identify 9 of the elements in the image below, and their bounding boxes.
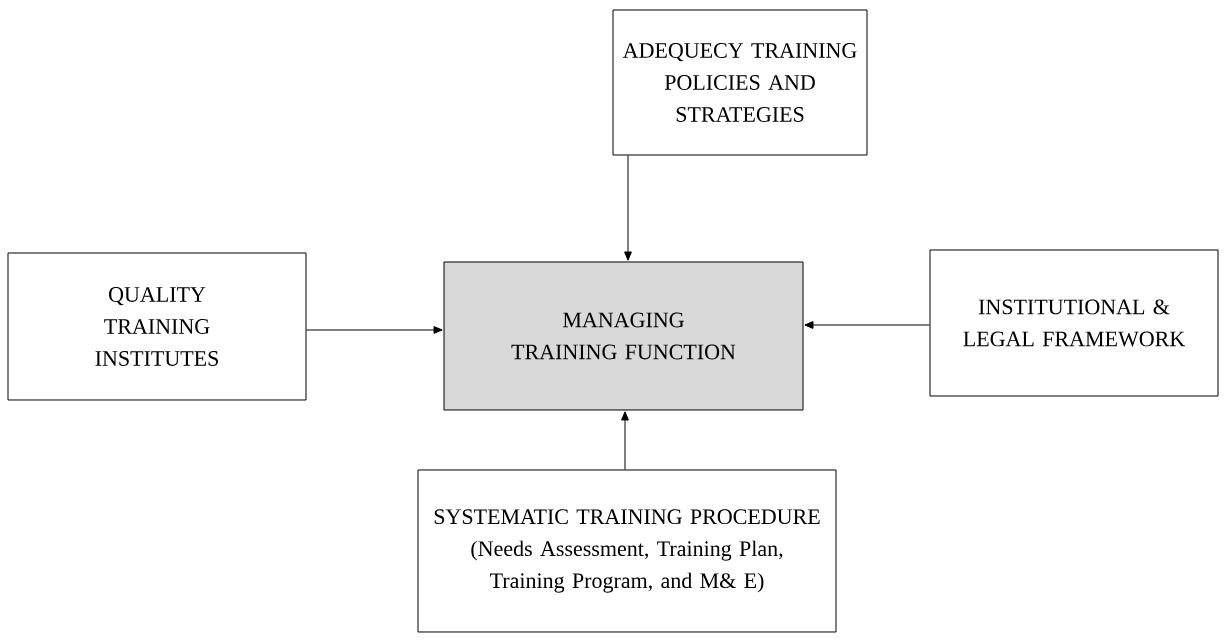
arrow — [621, 411, 629, 470]
process-box: QUALITY TRAINING INSTITUTES — [7, 252, 307, 401]
arrow — [624, 155, 632, 261]
arrow — [306, 326, 443, 334]
process-box: MANAGING TRAINING FUNCTION — [443, 261, 804, 411]
process-box: SYSTEMATIC TRAINING PROCEDURE (Needs Assessment, Training Plan, Training Program, and M& E) — [417, 469, 837, 633]
process-box: ADEQUECY TRAINING POLICIES AND STRATEGIES — [612, 9, 868, 156]
process-box: INSTITUTIONAL & LEGAL FRAMEWORK — [929, 249, 1219, 397]
arrow — [804, 321, 930, 329]
